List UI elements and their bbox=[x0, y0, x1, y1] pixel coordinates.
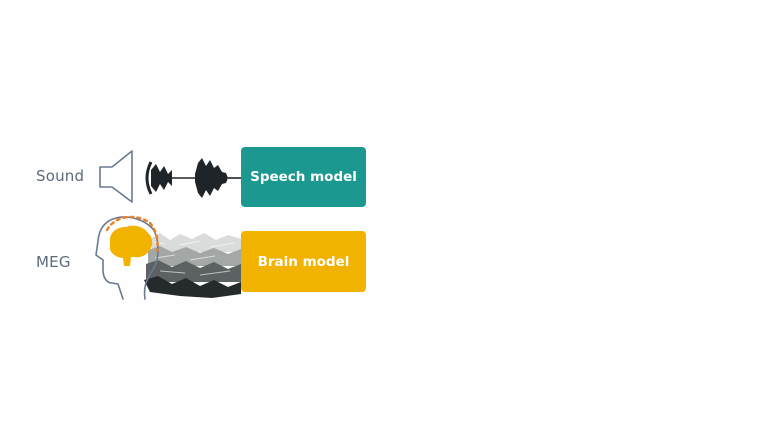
brain-model-box[interactable]: Brain model bbox=[241, 231, 366, 292]
speaker-icon bbox=[99, 150, 133, 203]
row-label-sound: Sound bbox=[36, 167, 85, 185]
sound-waveform bbox=[145, 158, 241, 198]
speech-model-box[interactable]: Speech model bbox=[241, 147, 366, 207]
meg-sensor-dots bbox=[105, 215, 159, 253]
brain-model-label: Brain model bbox=[257, 253, 350, 270]
speech-model-label: Speech model bbox=[250, 169, 357, 185]
brain-icon bbox=[110, 225, 153, 266]
row-label-meg: MEG bbox=[36, 253, 71, 271]
